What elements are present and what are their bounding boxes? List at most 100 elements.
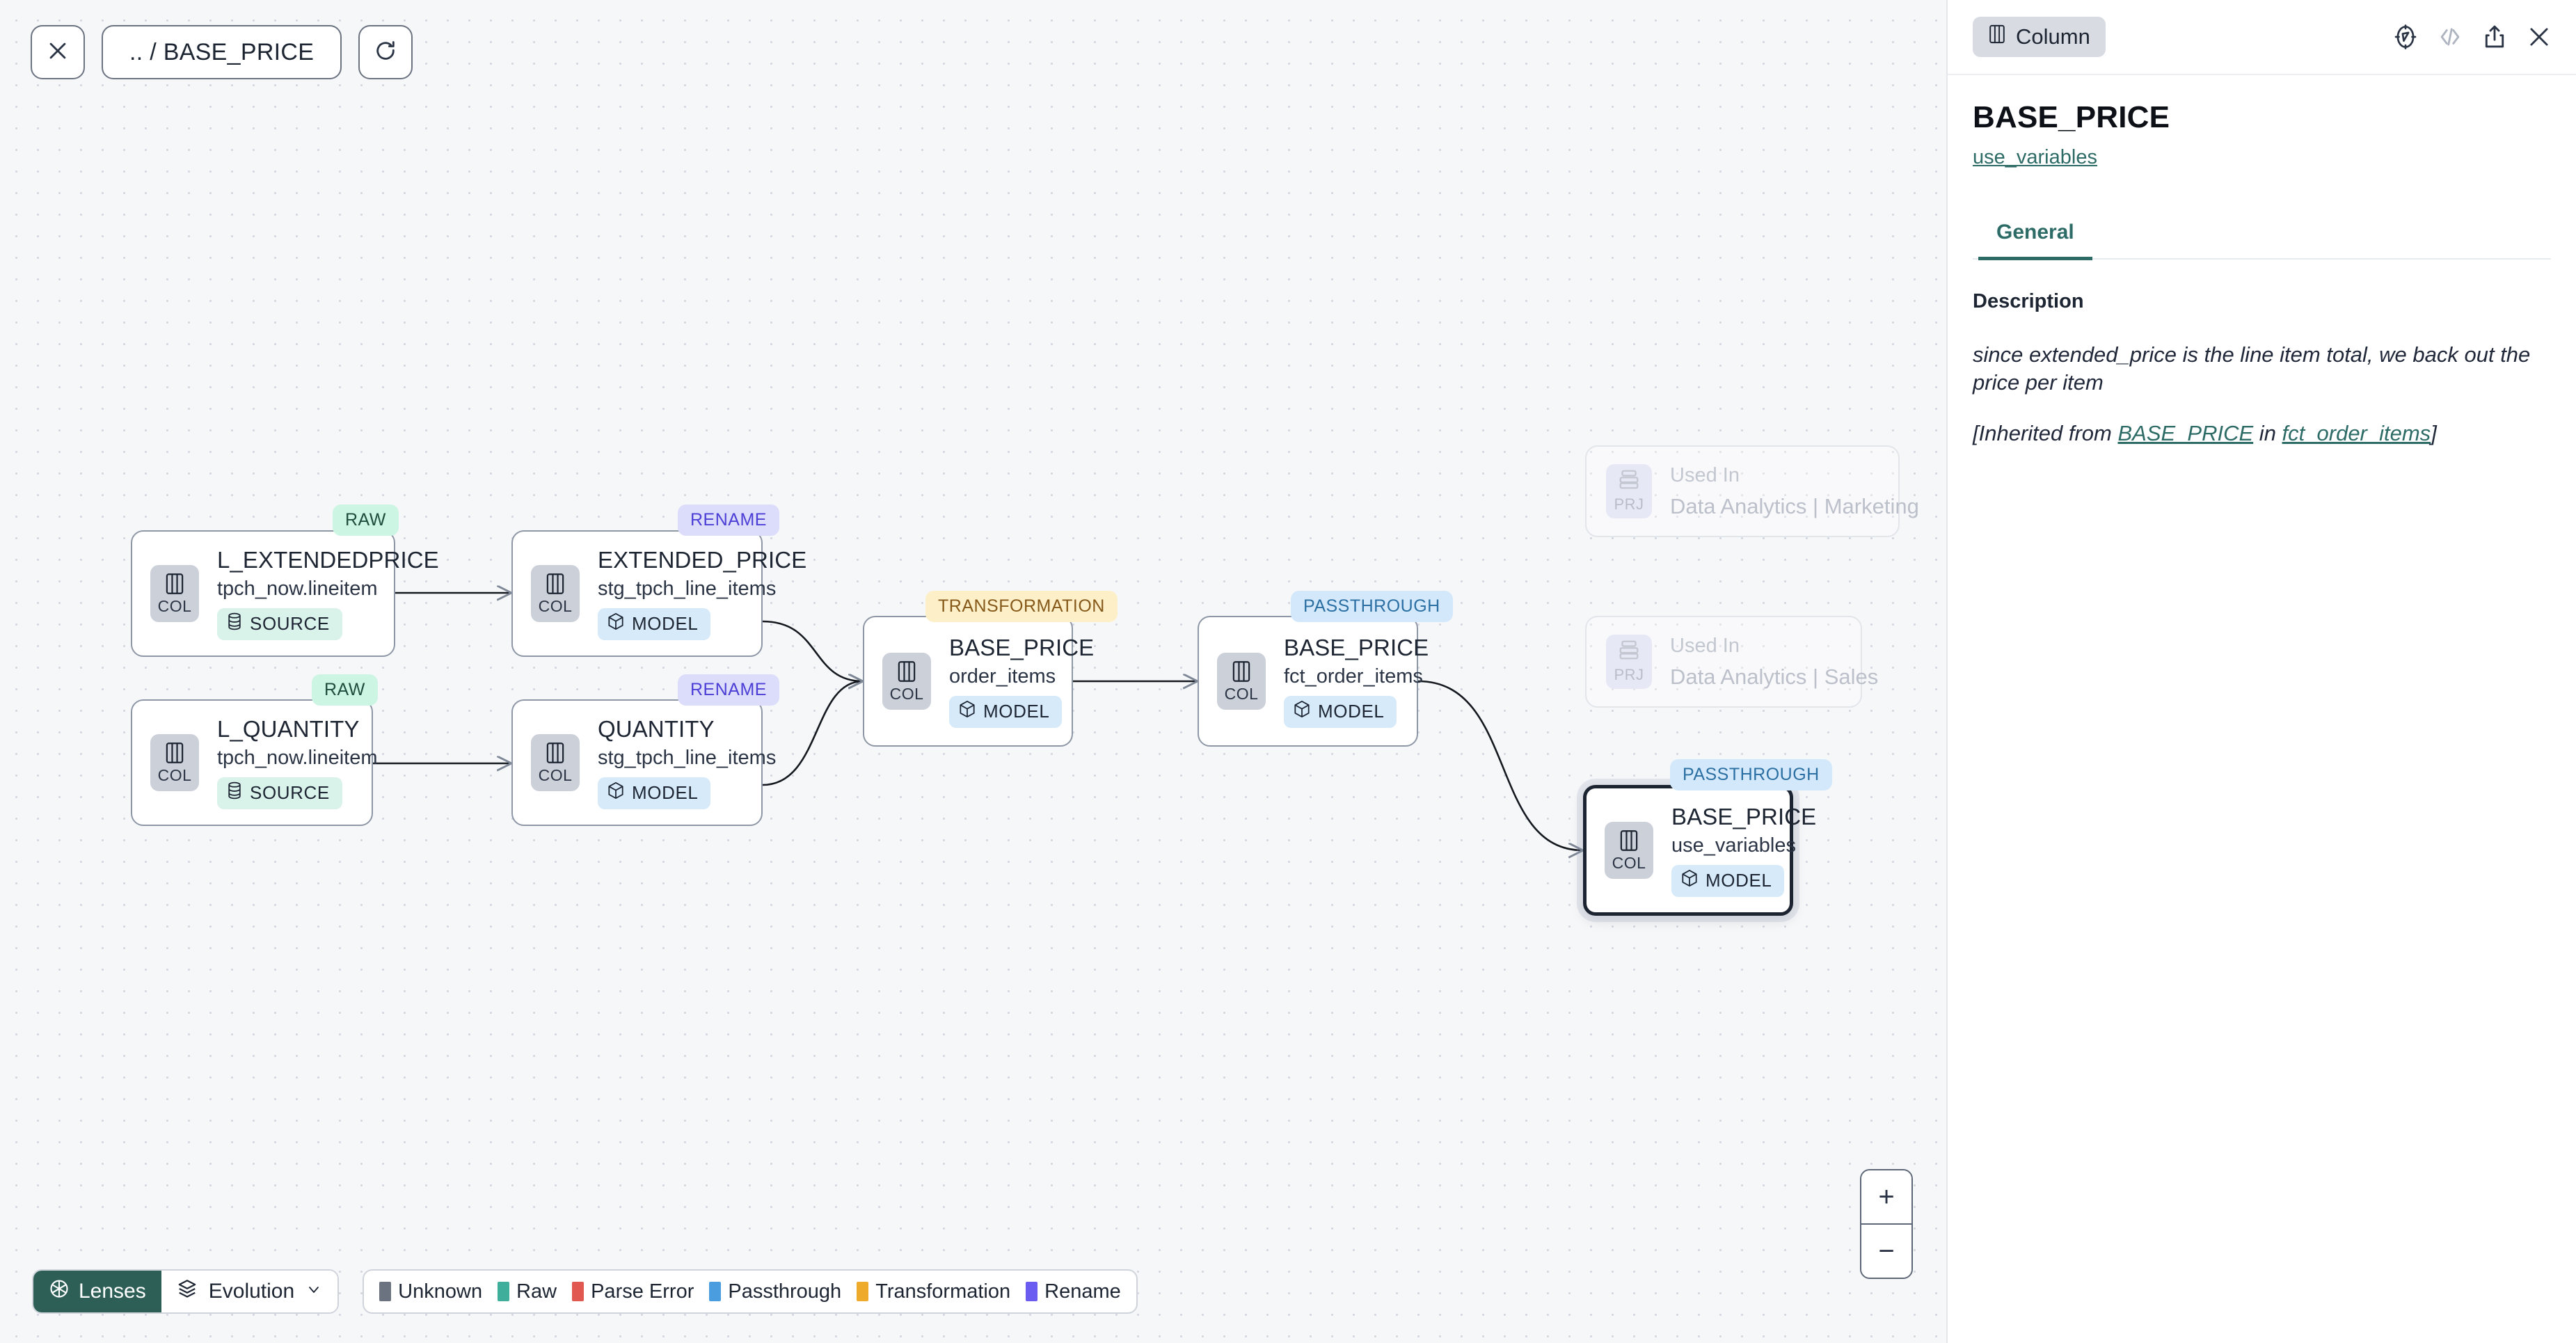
description-label: Description	[1973, 289, 2084, 312]
node-subtitle: fct_order_items	[1284, 665, 1423, 688]
evolution-label: Evolution	[208, 1280, 295, 1303]
node-chip-label: SOURCE	[250, 613, 330, 634]
lineage-node-base-price-use-variables[interactable]: COL BASE_PRICE use_variables MODEL	[1583, 785, 1816, 916]
column-icon: COL	[531, 734, 580, 791]
inherited-model-link[interactable]: fct_order_items	[2282, 421, 2431, 446]
legend-label: Rename	[1044, 1280, 1121, 1303]
evolution-dropdown[interactable]: Evolution	[161, 1271, 338, 1312]
used-in-node-sales[interactable]: PRJ Used In Data Analytics | Sales	[1585, 616, 1878, 708]
node-chip-model: MODEL	[949, 696, 1063, 728]
project-icon: PRJ	[1606, 635, 1652, 689]
code-icon[interactable]	[2437, 24, 2463, 50]
legend-item-raw: Raw	[498, 1280, 557, 1303]
node-subtitle: tpch_now.lineitem	[217, 747, 378, 769]
used-in-title: Data Analytics | Sales	[1670, 664, 1879, 689]
legend-swatch	[857, 1282, 869, 1301]
column-glyph	[545, 572, 566, 596]
column-glyph	[1231, 660, 1252, 683]
refresh-button[interactable]	[358, 25, 413, 79]
tab-general[interactable]: General	[1978, 214, 2092, 260]
legend-item-passthrough: Passthrough	[709, 1280, 841, 1303]
close-icon[interactable]	[2526, 24, 2552, 50]
layers-icon	[177, 1278, 198, 1305]
legend-item-rename: Rename	[1026, 1280, 1121, 1303]
node-chip-model: MODEL	[1671, 865, 1785, 897]
used-in-label: Used In	[1670, 463, 1740, 486]
zoom-out-button[interactable]: −	[1861, 1225, 1911, 1278]
close-icon	[46, 39, 70, 66]
lineage-node-base-price-fct-order-items[interactable]: COL BASE_PRICE fct_order_items MODEL	[1198, 616, 1429, 747]
lineage-legend: Unknown Raw Parse Error Passthrough Tran…	[363, 1269, 1138, 1314]
breadcrumb[interactable]: .. / BASE_PRICE	[102, 25, 342, 79]
legend-item-parse-error: Parse Error	[572, 1280, 694, 1303]
column-icon: COL	[882, 653, 931, 710]
inherited-note: [Inherited from BASE_PRICE in fct_order_…	[1973, 421, 2551, 446]
used-in-label: Used In	[1670, 634, 1740, 657]
lineage-canvas[interactable]: .. / BASE_PRICE	[0, 0, 1946, 1343]
lineage-node-l-extendedprice[interactable]: COL L_EXTENDEDPRICE tpch_now.lineitem SO…	[131, 530, 439, 657]
lineage-node-l-quantity[interactable]: COL L_QUANTITY tpch_now.lineitem SOURCE	[131, 699, 378, 826]
node-title: EXTENDED_PRICE	[598, 547, 807, 573]
node-badge-rename: RENAME	[678, 674, 779, 706]
column-icon-tag: COL	[1224, 684, 1259, 703]
column-icon-tag: COL	[538, 596, 573, 615]
lineage-node-extended-price[interactable]: COL EXTENDED_PRICE stg_tpch_line_items M…	[511, 530, 806, 657]
node-badge-raw: RAW	[312, 674, 378, 706]
node-chip-label: SOURCE	[250, 782, 330, 803]
legend-item-unknown: Unknown	[379, 1280, 482, 1303]
node-chip-model: MODEL	[1284, 696, 1397, 728]
cube-icon	[607, 781, 624, 804]
column-glyph	[164, 572, 185, 596]
inherited-suffix: ]	[2431, 421, 2437, 446]
node-title: BASE_PRICE	[949, 635, 1095, 660]
details-panel-body: BASE_PRICE use_variables General	[1948, 75, 2576, 260]
lineage-node-base-price-order-items[interactable]: COL BASE_PRICE order_items MODEL	[863, 616, 1094, 747]
column-icon: COL	[150, 565, 199, 622]
cube-icon	[1294, 700, 1310, 723]
used-in-node-marketing[interactable]: PRJ Used In Data Analytics | Marketing	[1585, 445, 1919, 537]
column-icon-tag: COL	[157, 765, 192, 784]
node-chip-source: SOURCE	[217, 777, 342, 809]
chevron-down-icon	[305, 1280, 322, 1303]
lineage-node-quantity[interactable]: COL QUANTITY stg_tpch_line_items MODEL	[511, 699, 776, 826]
legend-label: Transformation	[875, 1280, 1011, 1303]
inherited-column-link[interactable]: BASE_PRICE	[2117, 421, 2254, 446]
description-text: since extended_price is the line item to…	[1973, 342, 2531, 395]
node-badge-transformation: TRANSFORMATION	[925, 591, 1118, 622]
node-chip-source: SOURCE	[217, 608, 342, 640]
node-badge-rename: RENAME	[678, 504, 779, 536]
zoom-in-button[interactable]: +	[1861, 1170, 1911, 1223]
node-title: L_QUANTITY	[217, 716, 360, 742]
project-icon-tag: PRJ	[1614, 666, 1644, 683]
node-chip-label: MODEL	[1318, 701, 1385, 722]
node-chip-label: MODEL	[632, 613, 699, 634]
column-icon: COL	[531, 565, 580, 622]
share-icon[interactable]	[2481, 24, 2508, 50]
entity-kind-chip: Column	[1973, 17, 2106, 57]
node-chip-label: MODEL	[1706, 870, 1772, 891]
node-subtitle: order_items	[949, 665, 1056, 688]
inherited-prefix: [Inherited from	[1973, 421, 2118, 446]
legend-label: Raw	[516, 1280, 557, 1303]
details-panel-header: Column	[1948, 0, 2576, 75]
parent-model-link[interactable]: use_variables	[1973, 146, 2097, 168]
legend-swatch	[379, 1282, 392, 1301]
legend-label: Passthrough	[728, 1280, 842, 1303]
column-glyph	[545, 741, 566, 765]
column-glyph	[896, 660, 917, 683]
lenses-button[interactable]: Lenses	[33, 1271, 161, 1312]
close-graph-button[interactable]	[31, 25, 85, 79]
lenses-label: Lenses	[79, 1280, 146, 1303]
details-tabs: General	[1973, 214, 2551, 260]
canvas-toolbar: .. / BASE_PRICE	[31, 25, 413, 79]
column-icon	[1988, 24, 2006, 50]
node-chip-label: MODEL	[983, 701, 1050, 722]
zoom-controls: + −	[1860, 1168, 1913, 1279]
zoom-divider	[1861, 1223, 1911, 1225]
column-icon: COL	[1605, 822, 1653, 879]
node-chip-label: MODEL	[632, 782, 699, 803]
column-icon-tag: COL	[889, 684, 924, 703]
cube-icon	[607, 612, 624, 635]
column-glyph	[164, 741, 185, 765]
compass-icon[interactable]	[2392, 24, 2419, 50]
